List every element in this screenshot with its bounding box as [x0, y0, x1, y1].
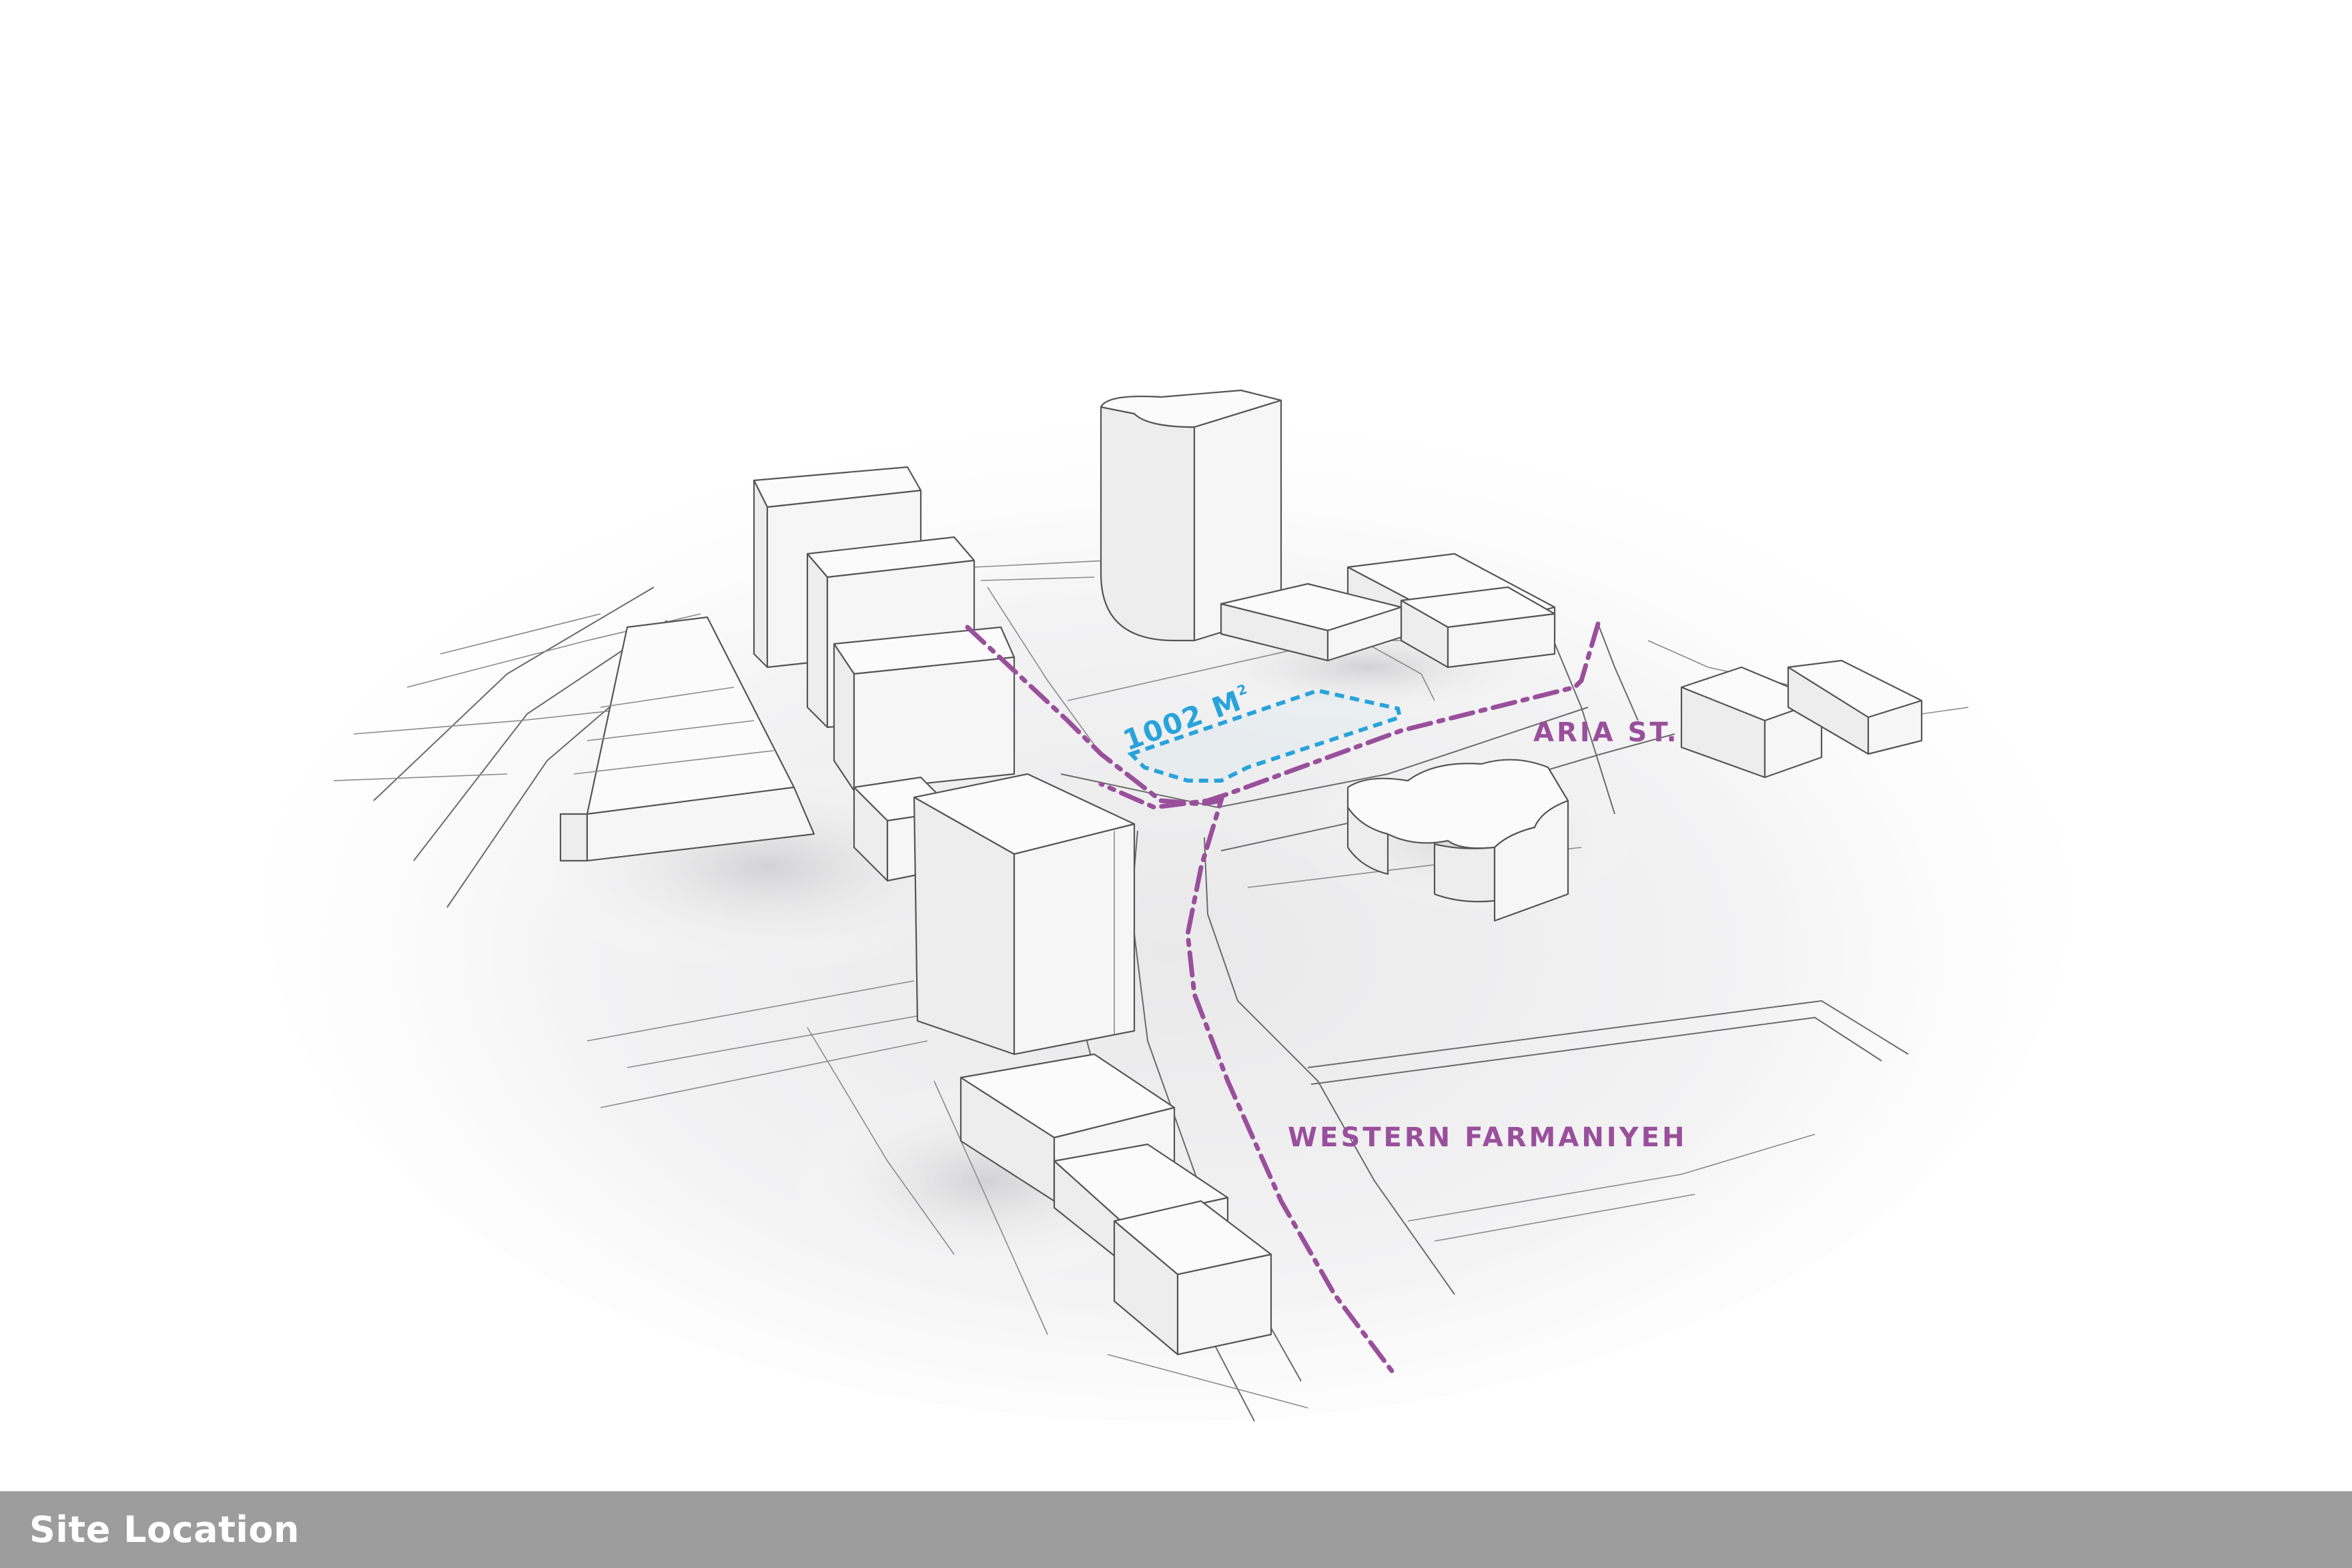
building-left-row — [559, 616, 815, 862]
building-right-cluster — [1346, 552, 1556, 669]
caption-title: Site Location — [29, 1509, 300, 1551]
western-farmaniyeh-label: WESTERN FARMANIYEH — [1288, 1122, 1687, 1153]
aria-street-label: ARIA ST. — [1533, 717, 1679, 748]
building-front-low-3 — [1113, 1200, 1272, 1356]
building-low-center — [1220, 582, 1403, 662]
building-far-right-1 — [1680, 666, 1823, 779]
building-group — [559, 389, 1923, 1356]
site-axonometric-diagram: 1002 M2 ARIA ST. WESTERN FARMANIYEH — [267, 380, 2068, 1422]
aria-street-line — [1098, 621, 1601, 810]
building-front-tower — [913, 773, 1136, 1056]
western-farmaniyeh-line — [965, 625, 1397, 1377]
building-far-right-2 — [1787, 659, 1923, 755]
footer-bar: Site Location — [0, 1491, 2352, 1568]
site-outline-group: 1002 M2 — [1119, 681, 1403, 783]
building-organic-right — [1346, 759, 1569, 922]
street-lines: ARIA ST. WESTERN FARMANIYEH — [965, 621, 1687, 1377]
building-left-mid — [833, 626, 1016, 792]
site-boundary — [1127, 688, 1403, 783]
building-curved-tower — [1100, 389, 1282, 642]
